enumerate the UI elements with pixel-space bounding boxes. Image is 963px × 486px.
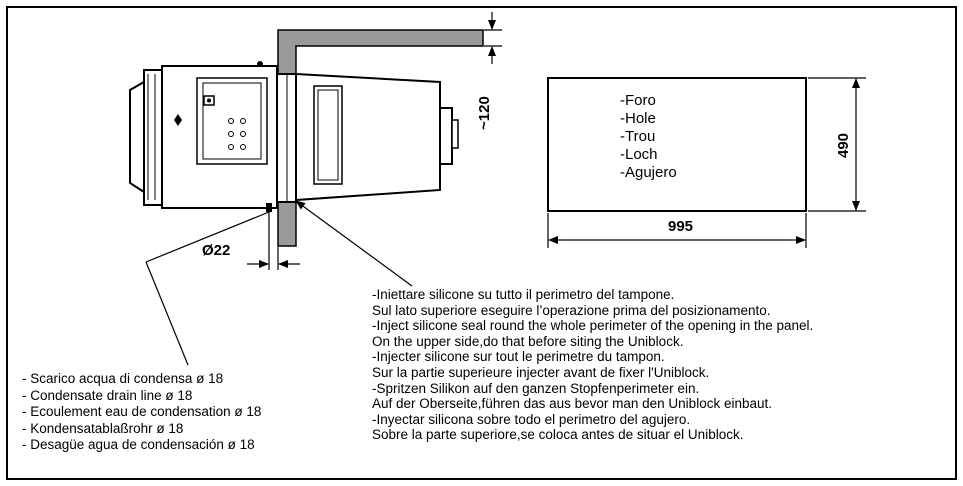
opening-width-label: 995 bbox=[668, 218, 694, 235]
note-line: Sur la partie superieure injecter avant … bbox=[372, 364, 710, 380]
note-line: -Spritzen Silikon auf den ganzen Stopfen… bbox=[372, 380, 700, 396]
opening-height-label: 490 bbox=[835, 132, 852, 158]
legend-line: - Ecoulement eau de condensation ø 18 bbox=[22, 404, 262, 419]
installation-notes: -Iniettare silicone su tutto il perimetr… bbox=[372, 287, 813, 443]
legend-line: - Scarico acqua di condensa ø 18 bbox=[22, 371, 224, 386]
note-line: Sobre la parte superiore,se coloca antes… bbox=[372, 427, 744, 443]
opening-width-dimension bbox=[547, 213, 807, 248]
note-line: -Iniettare silicone su tutto il perimetr… bbox=[372, 287, 675, 302]
note-line: Sul lato superiore eseguire l’operazione… bbox=[372, 302, 771, 318]
legend-line: - Condensate drain line ø 18 bbox=[22, 387, 193, 403]
drain-diameter-label: Ø22 bbox=[202, 242, 231, 259]
note-line: On the upper side,do that before siting … bbox=[372, 333, 684, 349]
drain-legend: - Scarico acqua di condensa ø 18 - Conde… bbox=[22, 371, 261, 454]
legend-line: - Kondensatablaßrohr ø 18 bbox=[22, 420, 184, 436]
opening-label: -Loch bbox=[620, 146, 658, 163]
opening-labels: -Foro -Hole -Trou -Loch -Agujero bbox=[620, 92, 740, 182]
drain-dimension bbox=[247, 203, 300, 270]
note-line: -Injecter silicone sur tout le perimetre… bbox=[372, 349, 665, 365]
opening-label: -Hole bbox=[620, 110, 656, 127]
wall-panel bbox=[277, 29, 484, 247]
opening-outline bbox=[547, 77, 807, 212]
wall-offset-dimension bbox=[484, 12, 502, 64]
note-line: Auf der Oberseite,führen das aus bevor m… bbox=[372, 396, 772, 412]
opening-height-dimension bbox=[808, 77, 866, 212]
note-line: -Inject silicone seal round the whole pe… bbox=[372, 318, 814, 334]
leader-lines bbox=[145, 200, 413, 366]
diagram-frame bbox=[6, 6, 957, 480]
opening-label: -Foro bbox=[620, 92, 656, 109]
wall-offset-label: ~120 bbox=[476, 96, 493, 130]
note-line: -Inyectar silicona sobre todo el perimet… bbox=[372, 411, 691, 427]
opening-label: -Trou bbox=[620, 128, 656, 145]
legend-line: - Desagüe agua de condensación ø 18 bbox=[22, 437, 255, 452]
uniblock-unit bbox=[129, 61, 459, 209]
opening-label: -Agujero bbox=[620, 164, 677, 181]
